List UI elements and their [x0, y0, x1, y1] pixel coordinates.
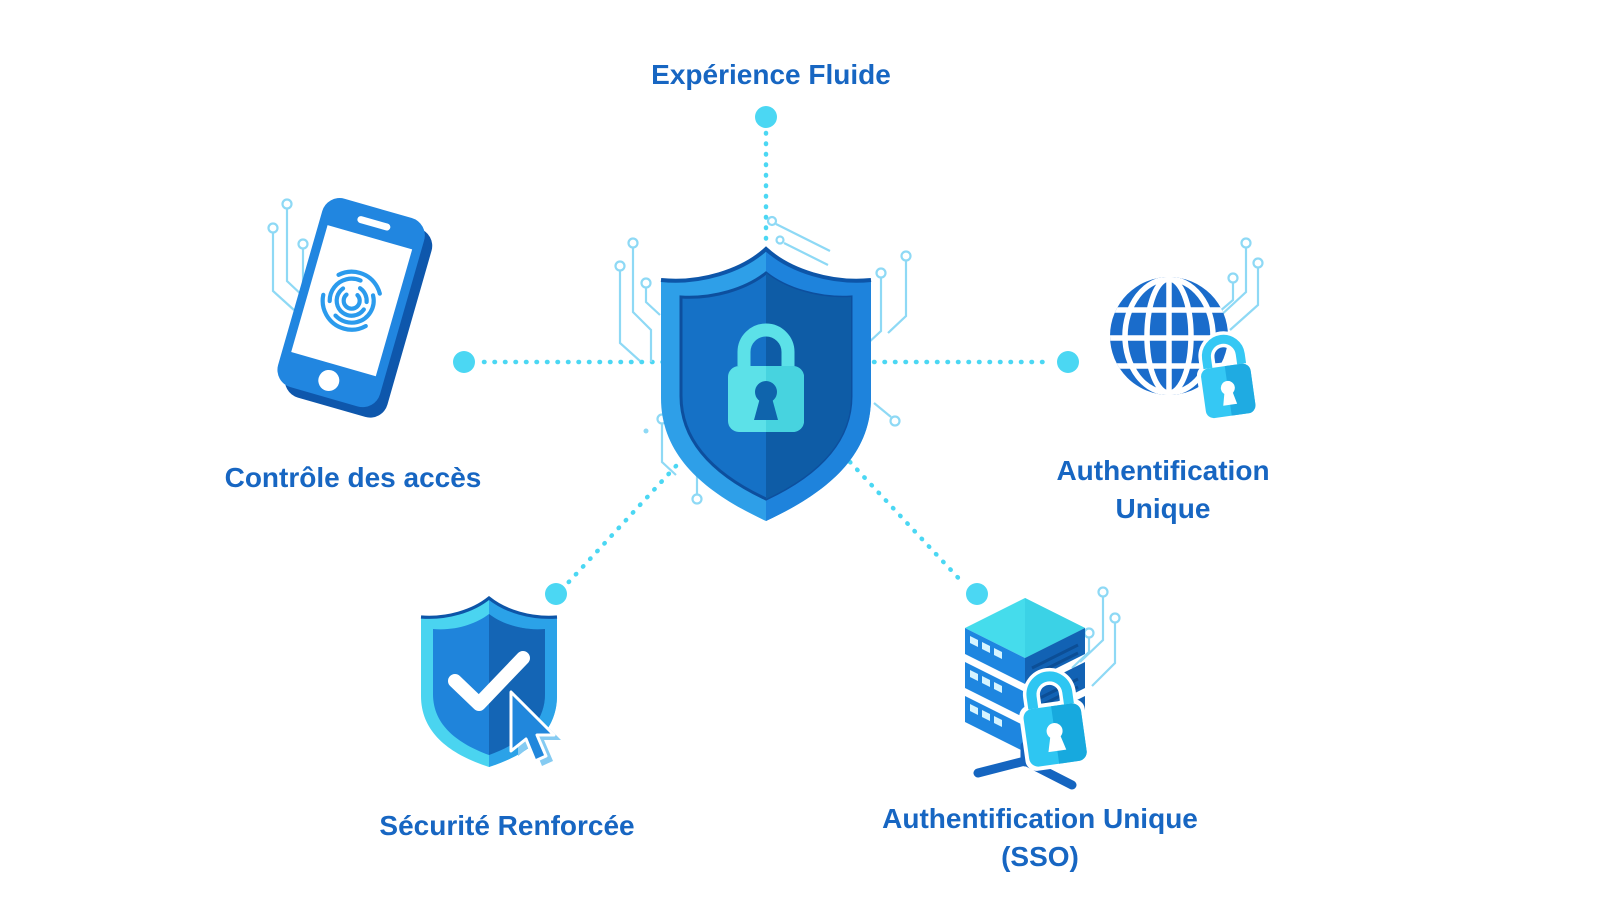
- connector-dot-right: [1057, 351, 1079, 373]
- connectors: [481, 130, 1053, 588]
- connector-bottom-right: [847, 459, 967, 587]
- server-lock-icon: [965, 598, 1091, 790]
- server-lock: [1019, 667, 1091, 771]
- label-authentification-unique: Authentification Unique: [1056, 452, 1269, 528]
- label-securite-renforcee: Sécurité Renforcée: [379, 810, 635, 841]
- label-experience-fluide: Expérience Fluide: [651, 59, 891, 90]
- center-lock-keyhole: [755, 381, 777, 403]
- circuit-traces: [267, 198, 1264, 687]
- center-lock-shackle: [737, 323, 795, 366]
- cursor-icon: [509, 690, 561, 766]
- connector-bottom-left: [563, 463, 679, 588]
- connector-dot-top: [755, 106, 777, 128]
- label-line: (SSO): [1001, 841, 1079, 872]
- globe-lock-icon: [1110, 277, 1260, 423]
- fingerprint-icon: [320, 269, 383, 332]
- check-mark: [448, 651, 530, 711]
- shield-check-cursor-icon: [420, 595, 561, 767]
- label-line: Authentification: [1056, 455, 1270, 486]
- globe-lock: [1196, 331, 1260, 423]
- connector-dot-bottom-left: [545, 583, 567, 605]
- phone-speaker: [357, 216, 391, 231]
- phone-home-button: [318, 369, 340, 391]
- label-authentification-unique-sso: Authentification Unique (SSO): [882, 800, 1198, 876]
- label-line: Unique: [1115, 493, 1211, 524]
- label-controle-des-acces: Contrôle des accès: [224, 462, 482, 493]
- server-leds: [970, 636, 1002, 727]
- connector-dot-left: [453, 351, 475, 373]
- label-line: Authentification Unique: [882, 803, 1198, 834]
- phone-fingerprint-icon: [277, 198, 433, 418]
- connector-dots: [453, 106, 1079, 605]
- shield-lock-icon: [660, 246, 872, 521]
- connector-dot-bottom-right: [966, 583, 988, 605]
